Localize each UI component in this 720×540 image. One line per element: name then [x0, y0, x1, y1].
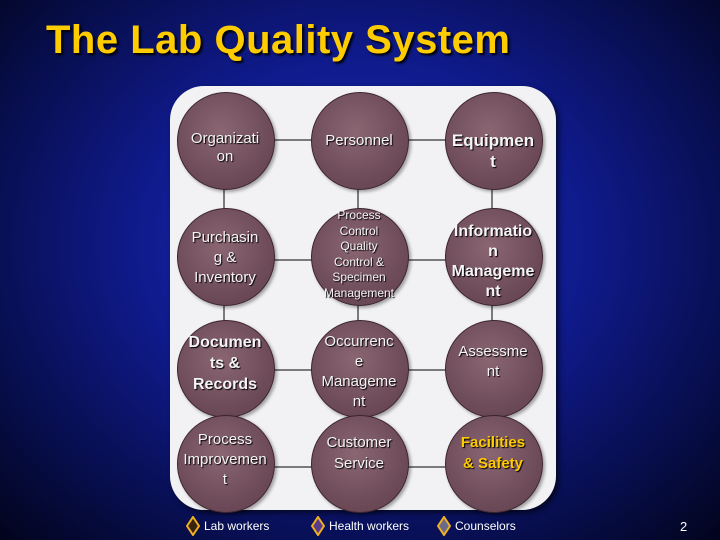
label-occurrence-management: Occurrenc e Manageme nt: [321, 333, 397, 410]
label-customer-service: Customer Service: [326, 434, 392, 472]
legend-label: Lab workers: [204, 519, 270, 533]
label-process-control: Process Control Quality Control & Specim…: [323, 208, 395, 300]
circle-equipment: [445, 92, 543, 190]
circle-organization: [177, 92, 275, 190]
legend-item-health-workers: Health workers: [311, 516, 409, 536]
circle-customer-service: [311, 415, 409, 513]
label-process-improvement: Process Improvemen t: [183, 431, 267, 488]
circle-documents-records: [177, 320, 275, 418]
circle-personnel: [311, 92, 409, 190]
diamond-icon: [186, 516, 200, 536]
circle-occurrence-management: [311, 320, 409, 418]
diamond-icon: [311, 516, 325, 536]
circle-facilities-safety: [445, 415, 543, 513]
label-facilities-safety: Facilities & Safety: [460, 434, 526, 472]
label-personnel: Personnel: [325, 132, 393, 149]
legend-item-lab-workers: Lab workers: [186, 516, 269, 536]
legend-label: Counselors: [455, 519, 516, 533]
circle-process-control: [311, 208, 409, 306]
circle-process-improvement: [177, 415, 275, 513]
label-purchasing-inventory: Purchasin g & Inventory: [191, 229, 259, 286]
circle-assessment: [445, 320, 543, 418]
page-number: 2: [680, 519, 688, 534]
label-equipment: Equipmen t: [451, 131, 535, 171]
circle-purchasing-inventory: [177, 208, 275, 306]
label-documents-records: Documen ts & Records: [188, 334, 262, 393]
legend-label: Health workers: [329, 519, 410, 533]
label-assessment: Assessme nt: [458, 343, 528, 380]
label-information-management: Informatio n Manageme nt: [451, 223, 535, 300]
circle-information-management: [445, 208, 543, 306]
page-title: The Lab Quality System: [46, 18, 511, 62]
diamond-icon: [437, 516, 451, 536]
label-organization: Organizati on: [190, 130, 260, 165]
legend-item-counselors: Counselors: [437, 516, 516, 536]
